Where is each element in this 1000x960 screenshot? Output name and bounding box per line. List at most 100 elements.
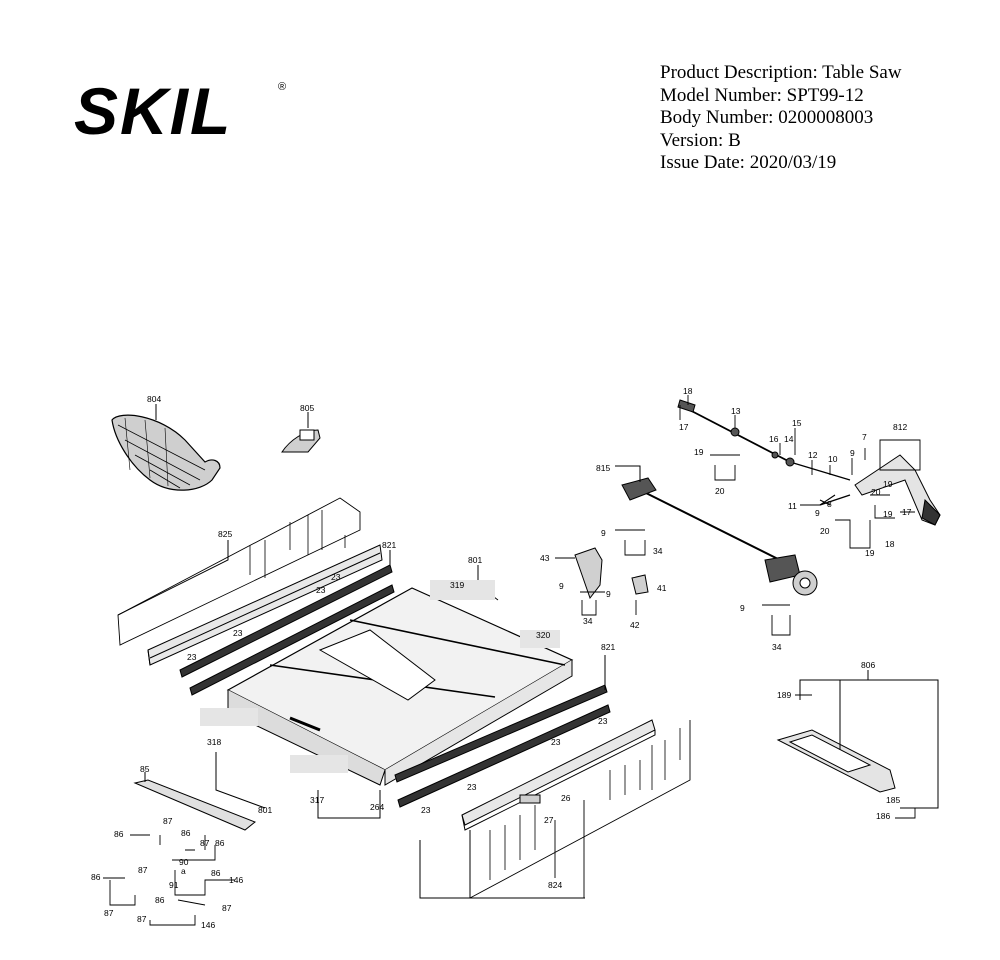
label-821b: 821	[601, 642, 615, 652]
table-top-801	[226, 587, 574, 786]
blade-guard-804	[111, 414, 221, 491]
label-319: 319	[450, 580, 464, 590]
label-804: 804	[147, 394, 161, 404]
label-318: 318	[207, 737, 221, 747]
leader-801b	[215, 752, 266, 809]
label-20b: 20	[871, 487, 881, 497]
rail-821-left	[179, 564, 395, 696]
label-41: 41	[657, 583, 667, 593]
label-317: 317	[310, 795, 324, 805]
label-18a: 18	[683, 386, 693, 396]
label-23c: 23	[233, 628, 243, 638]
label-85: 85	[140, 764, 150, 774]
label-9b: 9	[559, 581, 564, 591]
label-824: 824	[548, 880, 562, 890]
label-23g: 23	[467, 782, 477, 792]
label-23a: 23	[331, 572, 341, 582]
issue-date: Issue Date: 2020/03/19	[660, 152, 837, 173]
label-801b: 801	[258, 805, 272, 815]
label-9a: 9	[601, 528, 606, 538]
decal-318	[200, 708, 258, 726]
product-description: Product Description: Table Saw	[660, 62, 902, 83]
label-821a: 821	[382, 540, 396, 550]
label-9e: 9	[850, 448, 855, 458]
label-87c: 87	[138, 865, 148, 875]
label-20a: 20	[715, 486, 725, 496]
label-26: 26	[561, 793, 571, 803]
label-90: 90	[179, 857, 189, 867]
decal-320	[520, 630, 560, 648]
label-23f: 23	[551, 737, 561, 747]
rear-rail-825	[117, 497, 383, 666]
model-number: Model Number: SPT99-12	[660, 84, 864, 106]
rail-821-right	[394, 684, 611, 808]
label-86f: 86	[155, 895, 165, 905]
label-87f: 87	[137, 914, 147, 924]
decal-319	[430, 580, 495, 600]
leader-812-box	[879, 439, 921, 471]
leader-806	[799, 670, 939, 809]
label-34c: 34	[772, 642, 782, 652]
label-86c: 86	[215, 838, 225, 848]
label-9d: 9	[740, 603, 745, 613]
label-87e: 87	[104, 908, 114, 918]
label-18b: 18	[885, 539, 895, 549]
label-91: 91	[169, 880, 179, 890]
label-9c: 9	[606, 589, 611, 599]
label-23b: 23	[316, 585, 326, 595]
document-info: Product Description: Table Saw Model Num…	[660, 62, 902, 175]
label-264: 264	[370, 802, 384, 812]
handle-812	[854, 454, 941, 526]
label-23h: 23	[421, 805, 431, 815]
label-19b: 19	[883, 479, 893, 489]
label-43: 43	[540, 553, 550, 563]
label-86b: 86	[114, 829, 124, 839]
leader-824-left	[419, 830, 471, 899]
label-320: 320	[536, 630, 550, 640]
label-146b: 146	[201, 920, 215, 930]
label-10: 10	[828, 454, 838, 464]
label-19d: 19	[865, 548, 875, 558]
label-19c: 19	[883, 509, 893, 519]
leader-825	[117, 540, 229, 616]
label-15: 15	[792, 418, 802, 428]
label-146a: 146	[229, 875, 243, 885]
label-a: a	[181, 866, 186, 876]
label-34b: 34	[583, 616, 593, 626]
label-189: 189	[777, 690, 791, 700]
version: Version: B	[660, 129, 741, 151]
label-812: 812	[893, 422, 907, 432]
leader-815	[615, 465, 641, 482]
label-14: 14	[784, 434, 794, 444]
label-7: 7	[862, 432, 867, 442]
leader-317-264	[317, 790, 381, 819]
motor-bracket-43	[574, 547, 603, 600]
label-87d: 87	[222, 903, 232, 913]
label-806: 806	[861, 660, 875, 670]
label-87b: 87	[200, 838, 210, 848]
label-13: 13	[731, 406, 741, 416]
body-number: Body Number: 0200008003	[660, 107, 874, 128]
decal-317	[290, 755, 348, 773]
label-11: 11	[788, 501, 797, 511]
label-42: 42	[630, 620, 640, 630]
label-27: 27	[544, 815, 554, 825]
label-17b: 17	[902, 507, 912, 517]
label-23e: 23	[598, 716, 608, 726]
label-815: 815	[596, 463, 610, 473]
bracket-85	[133, 779, 256, 831]
label-825: 825	[218, 529, 232, 539]
rod-assembly-815	[621, 477, 818, 596]
label-12: 12	[808, 450, 818, 460]
logo-wordmark: SKIL	[74, 78, 232, 140]
label-16: 16	[769, 434, 779, 444]
label-87a: 87	[163, 816, 173, 826]
shaft-assembly	[677, 399, 851, 481]
label-186: 186	[876, 811, 890, 821]
label-185: 185	[886, 795, 900, 805]
label-805: 805	[300, 403, 314, 413]
label-20c: 20	[820, 526, 830, 536]
skil-logo: SKIL ®	[74, 78, 286, 140]
label-86a: 86	[181, 828, 191, 838]
